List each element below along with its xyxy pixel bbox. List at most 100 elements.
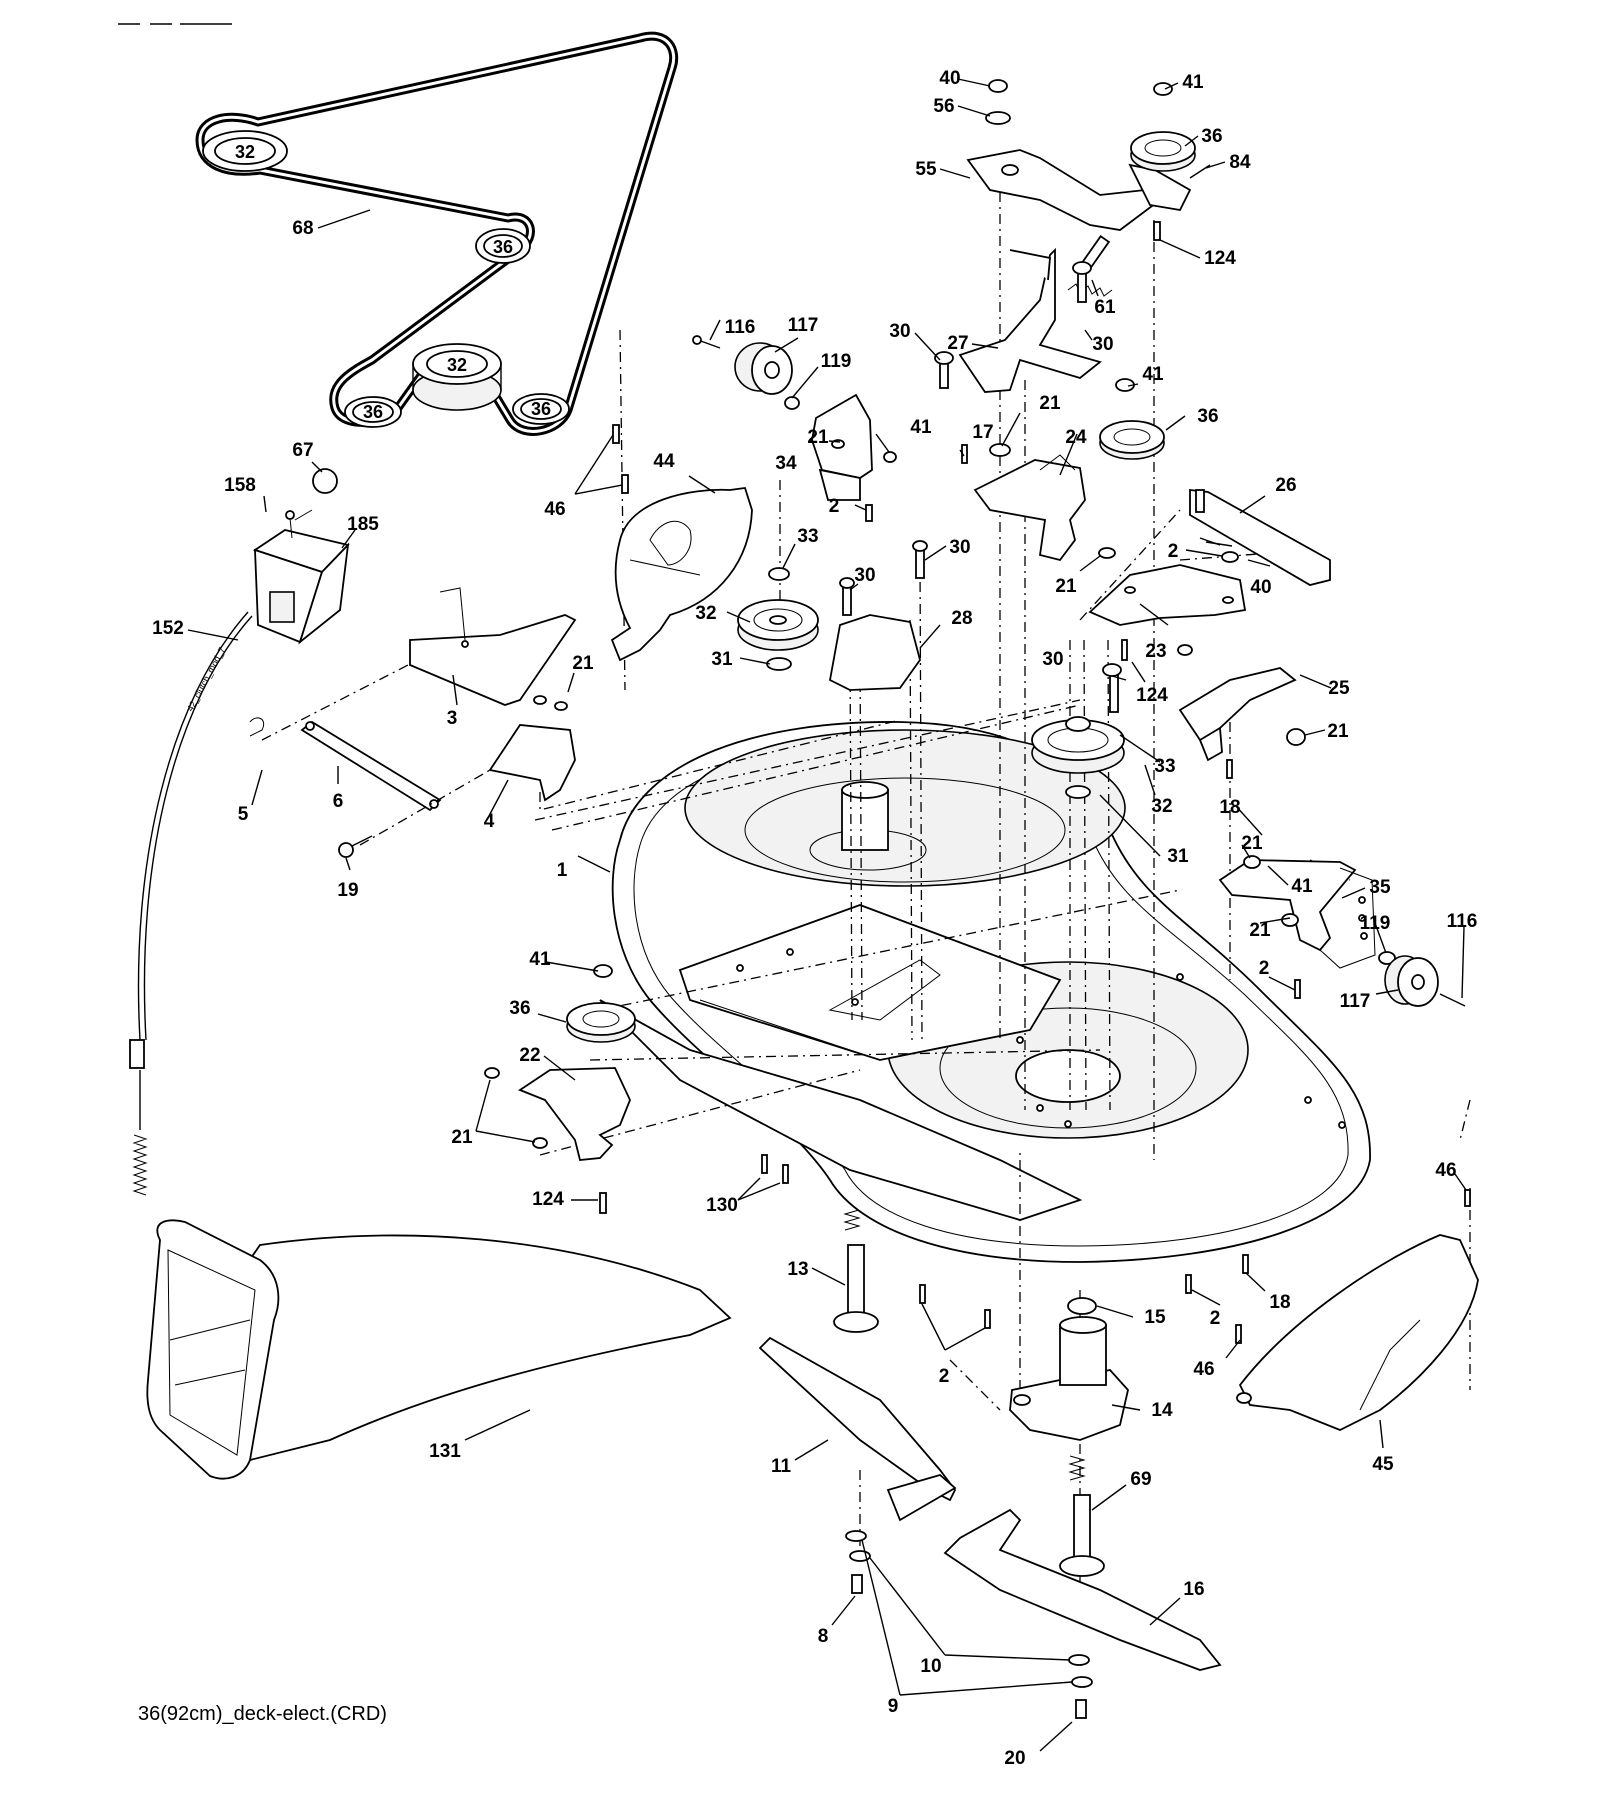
callout: 131 [429, 1441, 461, 1462]
idler-arm-assembly [966, 79, 1211, 241]
right-idler-assembly [1218, 855, 1466, 1007]
left-idler-assembly [692, 335, 897, 522]
callout: 14 [1151, 1400, 1173, 1421]
leader-lines [187, 78, 1467, 1752]
callout: 36 [1201, 126, 1222, 147]
callout: 1 [557, 860, 568, 881]
left-spindle-assembly [758, 1209, 957, 1594]
callout: 21 [807, 427, 829, 448]
callout: 45 [1372, 1454, 1394, 1475]
clutch-cable: 42_clutch_mod_7 [129, 611, 253, 1196]
callout: 33 [1154, 756, 1175, 777]
discharge-chute [146, 1219, 732, 1480]
callout: 41 [529, 949, 551, 970]
callout: 21 [1327, 721, 1349, 742]
callout: 21 [1241, 833, 1263, 854]
discharge-deflector [1236, 1234, 1479, 1431]
callout: 30 [889, 321, 910, 342]
cable-part-code: 42_clutch_mod_7 [185, 645, 227, 712]
callout: 124 [1204, 248, 1236, 269]
callout: 30 [854, 565, 875, 586]
callout: 32 [1151, 796, 1172, 817]
callout: 68 [292, 218, 313, 239]
callout: 21 [1249, 920, 1271, 941]
callout: 30 [949, 537, 970, 558]
callout: 4 [484, 811, 495, 832]
callout-labels: 40 41 56 36 84 55 124 61 30 27 116 117 1… [152, 68, 1477, 1769]
right-spindle-assembly [943, 1297, 1222, 1719]
bolts [934, 351, 1011, 464]
callout: 116 [1447, 911, 1478, 932]
belt-pulley-label: 36 [493, 237, 513, 257]
callout: 117 [788, 315, 819, 336]
callout: 41 [1182, 72, 1204, 93]
callout: 31 [1167, 846, 1189, 867]
belt-pulley-label: 32 [447, 355, 467, 375]
callout: 5 [238, 804, 249, 825]
belt-pulley: 36 [512, 393, 570, 425]
callout: 35 [1369, 877, 1391, 898]
callout: 19 [337, 880, 358, 901]
callout: 21 [1039, 393, 1061, 414]
callout: 40 [939, 68, 960, 89]
callout: 28 [951, 608, 972, 629]
callout: 24 [1065, 427, 1087, 448]
callout: 117 [1340, 991, 1371, 1012]
callout: 2 [1168, 541, 1179, 562]
ball-part [312, 468, 338, 494]
callout: 46 [544, 499, 565, 520]
callout: 40 [1250, 577, 1271, 598]
callout: 21 [451, 1127, 473, 1148]
callout: 3 [447, 708, 458, 729]
front-left-assembly [484, 964, 636, 1214]
callout: 33 [797, 526, 818, 547]
drive-belt-assembly: 32 36 32 36 36 [195, 31, 679, 436]
belt-cover [610, 424, 753, 662]
callout: 41 [910, 417, 932, 438]
right-bracket-24 [973, 378, 1165, 562]
callout: 158 [224, 475, 256, 496]
callout: 8 [818, 1626, 829, 1647]
callout: 30 [1092, 334, 1113, 355]
callout: 36 [1197, 406, 1218, 427]
callout: 26 [1275, 475, 1296, 496]
callout: 27 [947, 333, 968, 354]
belt-pulley: 36 [475, 228, 531, 264]
belt-pulley-label: 36 [531, 399, 551, 419]
center-pulley-assembly [737, 567, 819, 671]
callout: 119 [821, 351, 852, 372]
callout: 84 [1229, 152, 1251, 173]
belt-pulley: 32 [412, 343, 502, 411]
callout: 2 [1259, 958, 1270, 979]
callout: 32 [695, 603, 716, 624]
callout: 16 [1183, 1579, 1204, 1600]
mower-deck [599, 721, 1371, 1263]
callout: 6 [333, 791, 344, 812]
callout: 17 [972, 422, 993, 443]
callout: 61 [1094, 297, 1116, 318]
right-pulley-assembly [1031, 663, 1125, 799]
callout: 41 [1291, 876, 1313, 897]
callout: 124 [1136, 685, 1168, 706]
arm-25 [1177, 644, 1306, 779]
callout: 31 [711, 649, 733, 670]
callout: 30 [1042, 649, 1063, 670]
callout: 55 [915, 159, 937, 180]
callout: 2 [829, 496, 840, 517]
callout: 56 [933, 96, 954, 117]
callout: 21 [572, 653, 594, 674]
callout: 44 [653, 451, 675, 472]
callout: 15 [1144, 1307, 1166, 1328]
clutch-bracket [252, 509, 350, 645]
callout: 18 [1269, 1292, 1290, 1313]
callout: 13 [787, 1259, 808, 1280]
callout: 22 [519, 1045, 540, 1066]
idler-plate [1088, 564, 1247, 661]
callout: 185 [347, 514, 379, 535]
callout: 20 [1004, 1748, 1025, 1769]
support-bar [1189, 488, 1331, 586]
belt-pulley-label: 32 [235, 142, 255, 162]
callout: 21 [1055, 576, 1077, 597]
callout: 18 [1219, 797, 1240, 818]
